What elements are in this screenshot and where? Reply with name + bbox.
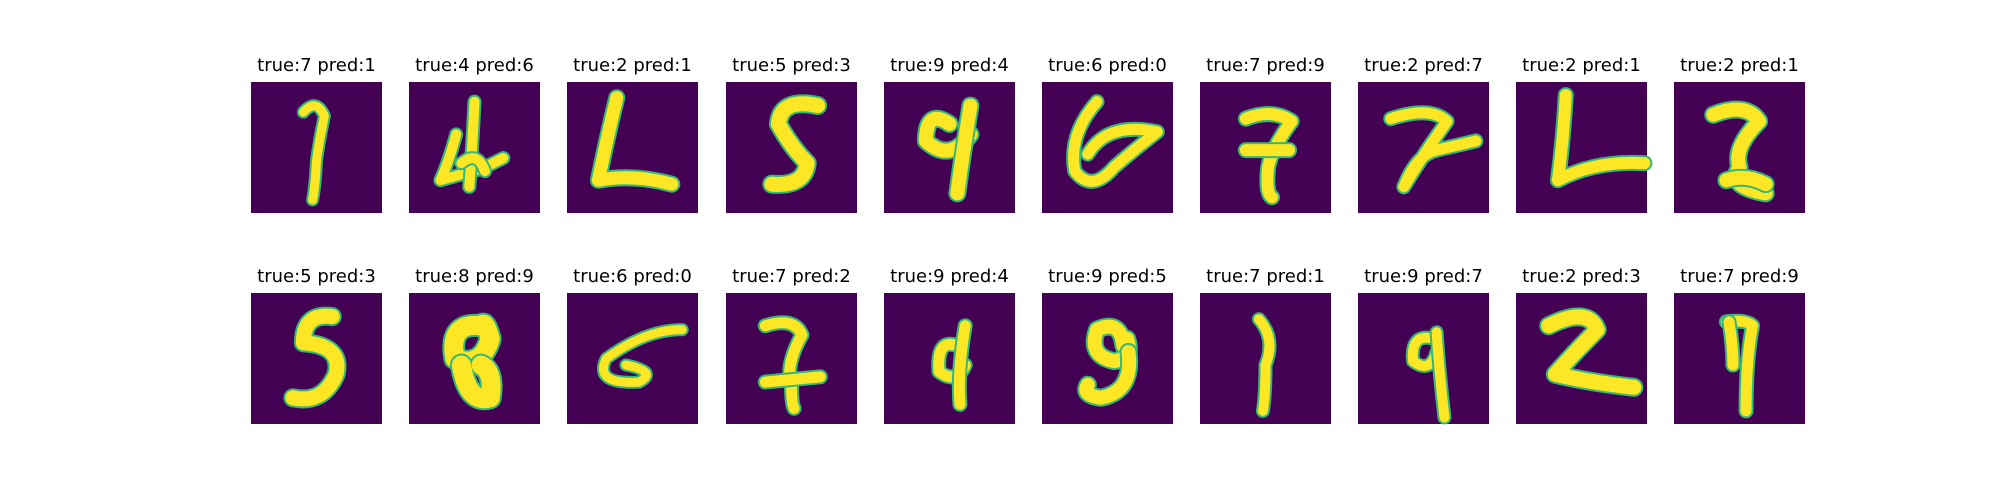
handwritten-digit [1704,100,1775,203]
handwritten-digit [1539,307,1644,397]
tile-title: true:5 pred:3 [732,55,851,76]
digit-stroke [764,96,826,192]
tile-title: true:7 pred:9 [1680,266,1799,287]
digit-tile: true:9 pred:4 [884,266,1015,424]
digit-stroke [1723,316,1739,371]
handwritten-digit [1718,313,1761,419]
digit-tile: true:9 pred:4 [884,55,1015,213]
digit-tile: true:2 pred:1 [1674,55,1805,213]
digit-tile: true:2 pred:1 [1516,55,1653,213]
digit-image [1042,82,1173,213]
digit-image [567,82,698,213]
handwritten-digit [589,89,681,193]
handwritten-digit [916,96,980,203]
tile-title: true:2 pred:7 [1364,55,1483,76]
digit-image [567,293,698,424]
digit-tile: true:2 pred:7 [1358,55,1489,213]
handwritten-digit [757,315,828,416]
digit-stroke [464,96,480,192]
digit-tile: true:7 pred:9 [1200,55,1331,213]
tile-title: true:2 pred:1 [1522,55,1641,76]
digit-stroke [759,371,826,388]
digit-image [1358,293,1489,424]
tile-title: true:4 pred:6 [415,55,534,76]
handwritten-digit [931,318,973,412]
digit-stroke [950,98,978,201]
digit-tile: true:2 pred:3 [1516,266,1647,424]
digit-tile: true:2 pred:1 [567,55,698,213]
tile-title: true:2 pred:1 [573,55,692,76]
digit-tile: true:7 pred:1 [1200,266,1331,424]
digit-stroke [1079,344,1137,405]
digit-tile: true:9 pred:7 [1358,266,1489,425]
handwritten-digit [283,306,347,409]
handwritten-digit [442,312,503,411]
handwritten-digit [1251,312,1277,418]
handwritten-digit [762,94,828,194]
digit-stroke [298,101,329,205]
digit-stroke [759,317,808,414]
handwritten-digit [1405,325,1452,425]
handwritten-digit [296,99,331,207]
tile-title: true:2 pred:3 [1522,266,1641,287]
digit-stroke [598,325,687,387]
handwritten-digit [1383,105,1484,195]
digit-stroke [1385,107,1482,193]
handwritten-digit [1549,87,1653,189]
digit-tile: true:7 pred:1 [251,55,382,213]
tile-title: true:2 pred:1 [1680,55,1799,76]
digit-image [884,293,1015,424]
tiles-group: true:7 pred:1 true:4 pred:6 true:2 pred:1 t… [251,55,1805,425]
digit-tile: true:4 pred:6 [409,55,540,213]
digit-stroke [456,153,490,177]
digit-stroke [953,320,971,410]
tile-title: true:6 pred:0 [573,266,692,287]
handwritten-digit [1237,106,1300,206]
digit-tile: true:7 pred:2 [726,266,857,424]
handwritten-digit [596,323,689,389]
tile-title: true:9 pred:7 [1364,266,1483,287]
digit-stroke [1068,96,1163,187]
digit-stroke [1719,170,1773,192]
digit-stroke [435,129,509,186]
digit-tile: true:5 pred:3 [726,55,857,213]
digit-stroke [1253,314,1275,416]
tile-title: true:5 pred:3 [257,266,376,287]
digit-stroke [1431,327,1450,423]
tile-title: true:6 pred:0 [1048,55,1167,76]
digit-stroke [1720,315,1759,417]
digit-tile: true:9 pred:5 [1042,266,1173,424]
digit-tile: true:8 pred:9 [409,266,540,424]
tile-title: true:7 pred:9 [1206,55,1325,76]
handwritten-digit [1066,94,1165,189]
tile-title: true:9 pred:5 [1048,266,1167,287]
tile-title: true:7 pred:2 [732,266,851,287]
tile-title: true:7 pred:1 [1206,266,1325,287]
handwritten-digit [433,94,511,194]
digit-tile: true:5 pred:3 [251,266,382,424]
tile-title: true:9 pred:4 [890,55,1009,76]
digit-tile: true:6 pred:0 [1042,55,1173,213]
handwritten-digit [1077,317,1139,407]
digit-stroke [1551,89,1651,187]
digit-stroke [1541,309,1642,395]
tile-title: true:7 pred:1 [257,55,376,76]
digit-tile: true:6 pred:0 [567,266,698,424]
digit-stroke [451,355,501,409]
tile-title: true:8 pred:9 [415,266,534,287]
digit-stroke [285,308,345,407]
digit-stroke [591,91,679,191]
digit-tile: true:7 pred:9 [1674,266,1805,424]
digit-image [1516,82,1647,213]
tile-title: true:9 pred:4 [890,266,1009,287]
